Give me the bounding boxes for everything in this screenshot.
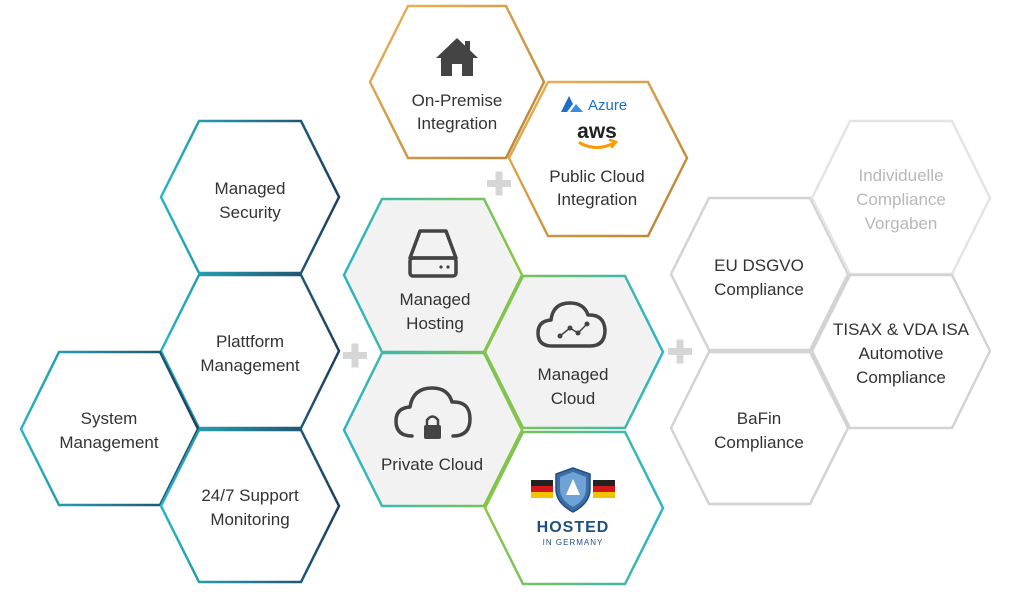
azure-logo: Azure <box>561 96 627 114</box>
hex-plattform-management: Plattform Management <box>159 273 341 430</box>
cloud-lock-icon <box>394 386 472 439</box>
german-flag-right <box>593 480 615 498</box>
managed-cloud-label-1: Managed <box>538 365 609 384</box>
server-drive-icon <box>408 229 458 278</box>
eu-dsgvo-label-2: Compliance <box>714 280 804 299</box>
azure-label: Azure <box>588 97 627 114</box>
aws-label: aws <box>577 120 617 143</box>
managed-security-label-1: Managed <box>215 179 286 198</box>
hex-eu-dsgvo: EU DSGVO Compliance <box>669 196 850 352</box>
plus-icon-left <box>343 343 367 368</box>
bafin-label-2: Compliance <box>714 433 804 452</box>
individuelle-label-1: Individuelle <box>858 166 943 185</box>
tisax-label-2: Automotive <box>858 344 943 363</box>
in-germany-label: IN GERMANY <box>543 538 604 547</box>
hosted-label: HOSTED <box>537 519 610 536</box>
individuelle-label-3: Vorgaben <box>865 214 938 233</box>
hex-individuelle-compliance: Individuelle Compliance Vorgaben <box>810 119 992 276</box>
hex-managed-cloud: Managed Cloud <box>483 274 665 430</box>
hex-bafin: BaFin Compliance <box>669 350 850 506</box>
hex-support-monitoring: 24/7 Support Monitoring <box>159 428 341 584</box>
public-cloud-label-2: Integration <box>557 190 637 209</box>
managed-security-label-2: Security <box>219 203 281 222</box>
support-label-2: Monitoring <box>210 510 289 529</box>
private-cloud-label: Private Cloud <box>381 455 483 474</box>
hex-system-management: System Management <box>19 350 200 507</box>
managed-cloud-label-2: Cloud <box>551 389 595 408</box>
german-flag-left <box>531 480 553 498</box>
tisax-label-3: Compliance <box>856 368 946 387</box>
tisax-label-1: TISAX & VDA ISA <box>833 320 970 339</box>
system-management-label-2: Management <box>59 433 159 452</box>
on-premise-label-2: Integration <box>417 114 497 133</box>
public-cloud-label-1: Public Cloud <box>549 167 644 186</box>
cloud-network-icon <box>536 301 607 348</box>
hex-hosted-in-germany: HOSTED IN GERMANY <box>483 430 665 586</box>
system-management-label-1: System <box>81 409 138 428</box>
plattform-label-1: Plattform <box>216 332 284 351</box>
plus-icon-top <box>487 171 511 196</box>
hex-private-cloud: Private Cloud <box>342 351 524 508</box>
plattform-label-2: Management <box>200 356 300 375</box>
hex-on-premise-integration: On-Premise Integration <box>368 4 546 160</box>
aws-logo: aws <box>577 120 619 149</box>
individuelle-label-2: Compliance <box>856 190 946 209</box>
eu-dsgvo-label-1: EU DSGVO <box>714 256 804 275</box>
shield-icon <box>555 467 591 513</box>
hex-managed-hosting: Managed Hosting <box>342 197 524 354</box>
hex-managed-security: Managed Security <box>159 119 341 275</box>
house-icon <box>436 38 478 76</box>
managed-hosting-label-2: Hosting <box>406 314 464 333</box>
managed-hosting-label-1: Managed <box>400 290 471 309</box>
support-label-1: 24/7 Support <box>201 486 299 505</box>
on-premise-label-1: On-Premise <box>412 91 503 110</box>
hex-public-cloud-integration: Azure aws Public Cloud Integration <box>507 80 689 238</box>
hex-tisax: TISAX & VDA ISA Automotive Compliance <box>810 273 992 430</box>
bafin-label-1: BaFin <box>737 409 781 428</box>
plus-icon-right <box>668 339 692 364</box>
